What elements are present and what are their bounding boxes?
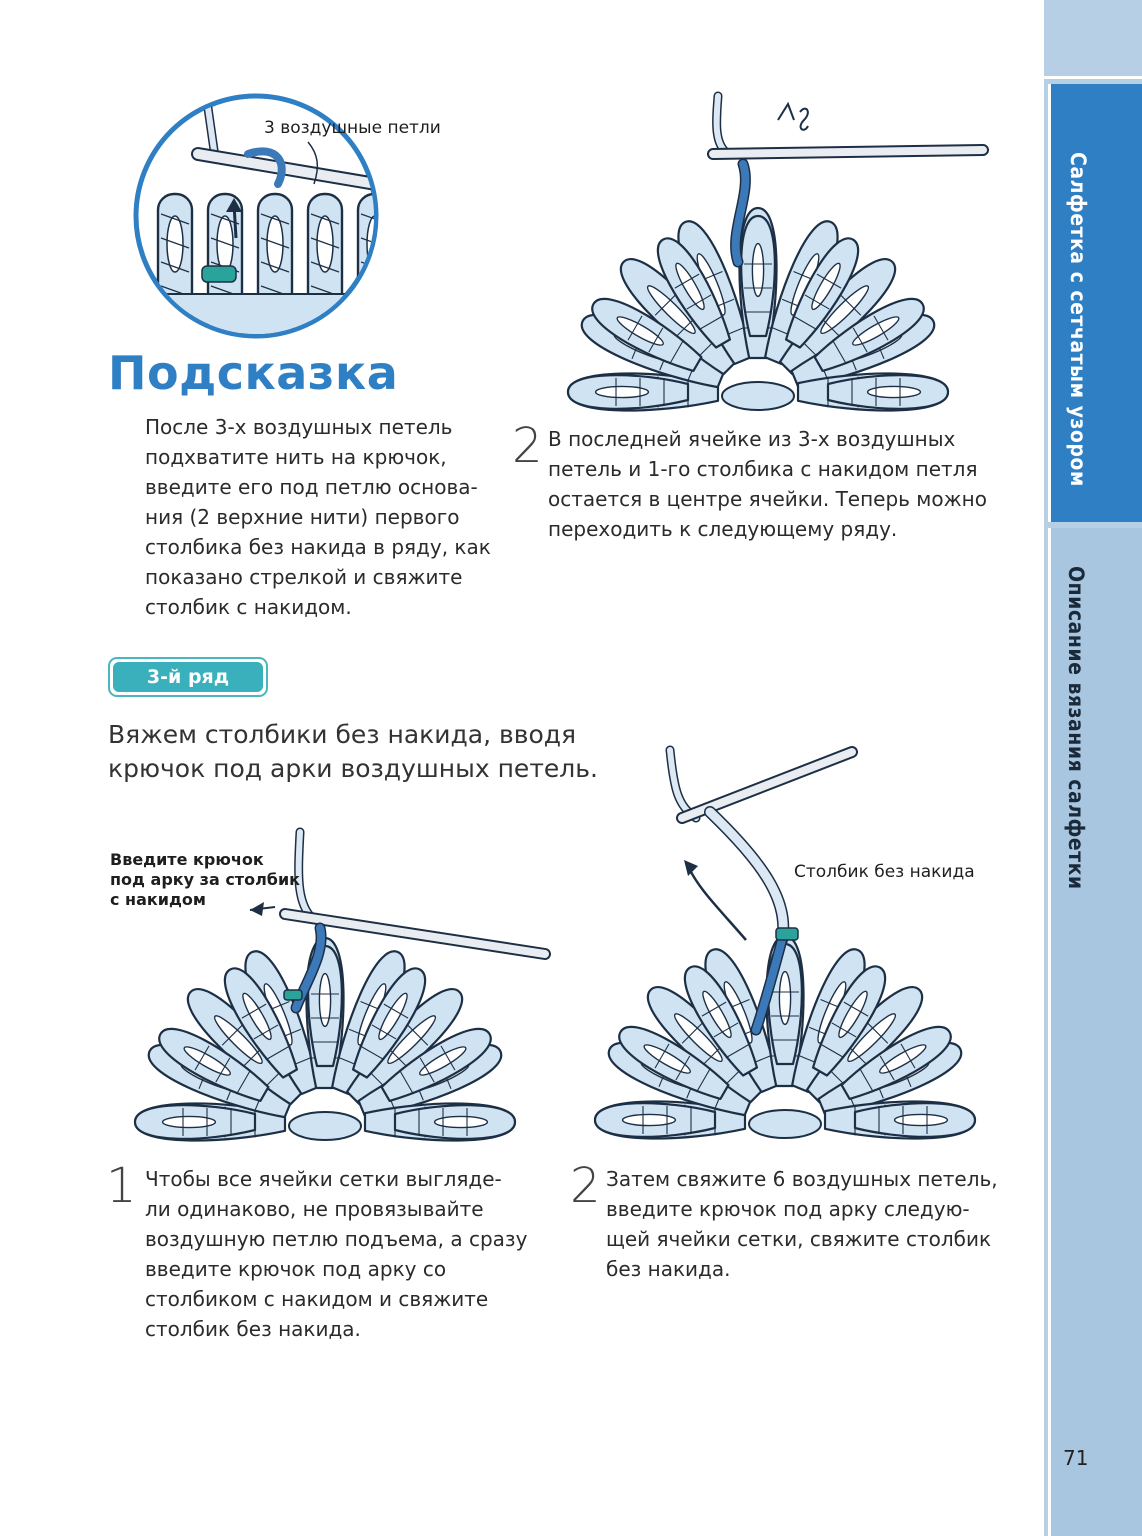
- callout-insert-hook: Введите крючок под арку за столбик с нак…: [110, 850, 300, 910]
- step2-top-illustration: [566, 91, 989, 412]
- hint-line: После 3-х воздушных петель: [145, 415, 453, 439]
- hint-line: ния (2 верхние нити) первого: [145, 505, 460, 529]
- step-line: столбиком с накидом и свяжите: [145, 1287, 489, 1311]
- hint-line: столбик с накидом.: [145, 595, 352, 619]
- step-line: ли одинаково, не провязывайте: [145, 1197, 484, 1221]
- intro-line: Вяжем столбики без накида, вводя: [108, 720, 577, 749]
- page-number: 71: [1063, 1446, 1089, 1470]
- hint-title: Подсказка: [108, 346, 399, 400]
- step-line: столбик без накида.: [145, 1317, 361, 1341]
- row-3-intro: Вяжем столбики без накида, вводя крючок …: [108, 718, 598, 786]
- sidebar-tab-active[interactable]: [1048, 84, 1142, 522]
- step-line: воздушную петлю подъема, а сразу: [145, 1227, 528, 1251]
- step-bottom-1-number: 1: [106, 1158, 137, 1214]
- step1-bottom-illustration: [133, 827, 551, 1142]
- step-line: В последней ячейке из 3-х воздушных: [548, 427, 956, 451]
- callout-three-chains: 3 воздушные петли: [264, 118, 441, 138]
- hint-detail-illustration: [133, 93, 379, 339]
- step-bottom-1-text: Чтобы все ячейки сетки выгляде- ли одина…: [145, 1164, 527, 1344]
- row-3-badge-label: 3-й ряд: [113, 662, 263, 692]
- step-bottom-2-text: Затем свяжите 6 воздушных петель, введит…: [606, 1164, 998, 1284]
- hint-line: столбика без накида в ряду, как: [145, 535, 491, 559]
- step-line: введите крючок под арку со: [145, 1257, 447, 1281]
- step-line: петель и 1-го столбика с накидом петля: [548, 457, 978, 481]
- step-line: введите крючок под арку следую-: [606, 1197, 970, 1221]
- step-bottom-2-number: 2: [570, 1158, 601, 1214]
- intro-line: крючок под арки воздушных петель.: [108, 754, 598, 783]
- sidebar-tab-inactive-label: Описание вязания салфетки: [1064, 566, 1088, 890]
- callout-line: с накидом: [110, 890, 206, 909]
- step-line: Затем свяжите 6 воздушных петель,: [606, 1167, 998, 1191]
- step-line: переходить к следующему ряду.: [548, 517, 898, 541]
- step-line: щей ячейки сетки, свяжите столбик: [606, 1227, 992, 1251]
- hint-line: показано стрелкой и свяжите: [145, 565, 463, 589]
- hint-line: введите его под петлю основа-: [145, 475, 478, 499]
- step-top-2-number: 2: [512, 418, 543, 474]
- callout-line: Введите крючок: [110, 850, 264, 869]
- sidebar-tab-inactive[interactable]: [1048, 528, 1142, 1536]
- callout-single-crochet: Столбик без накида: [794, 862, 975, 882]
- step-line: без накида.: [606, 1257, 731, 1281]
- hint-text: После 3-х воздушных петель подхватите ни…: [145, 412, 491, 622]
- callout-line: под арку за столбик: [110, 870, 301, 889]
- sidebar-tab-active-label: Салфетка с сетчатым узором: [1066, 152, 1090, 487]
- hint-line: подхватите нить на крючок,: [145, 445, 447, 469]
- step-top-2-text: В последней ячейке из 3-х воздушных пете…: [548, 424, 987, 544]
- sidebar-divider: [1044, 76, 1142, 79]
- row-3-badge: 3-й ряд: [108, 657, 268, 697]
- step2-bottom-illustration: [593, 745, 977, 1140]
- step-line: Чтобы все ячейки сетки выгляде-: [145, 1167, 502, 1191]
- step-line: остается в центре ячейки. Теперь можно: [548, 487, 987, 511]
